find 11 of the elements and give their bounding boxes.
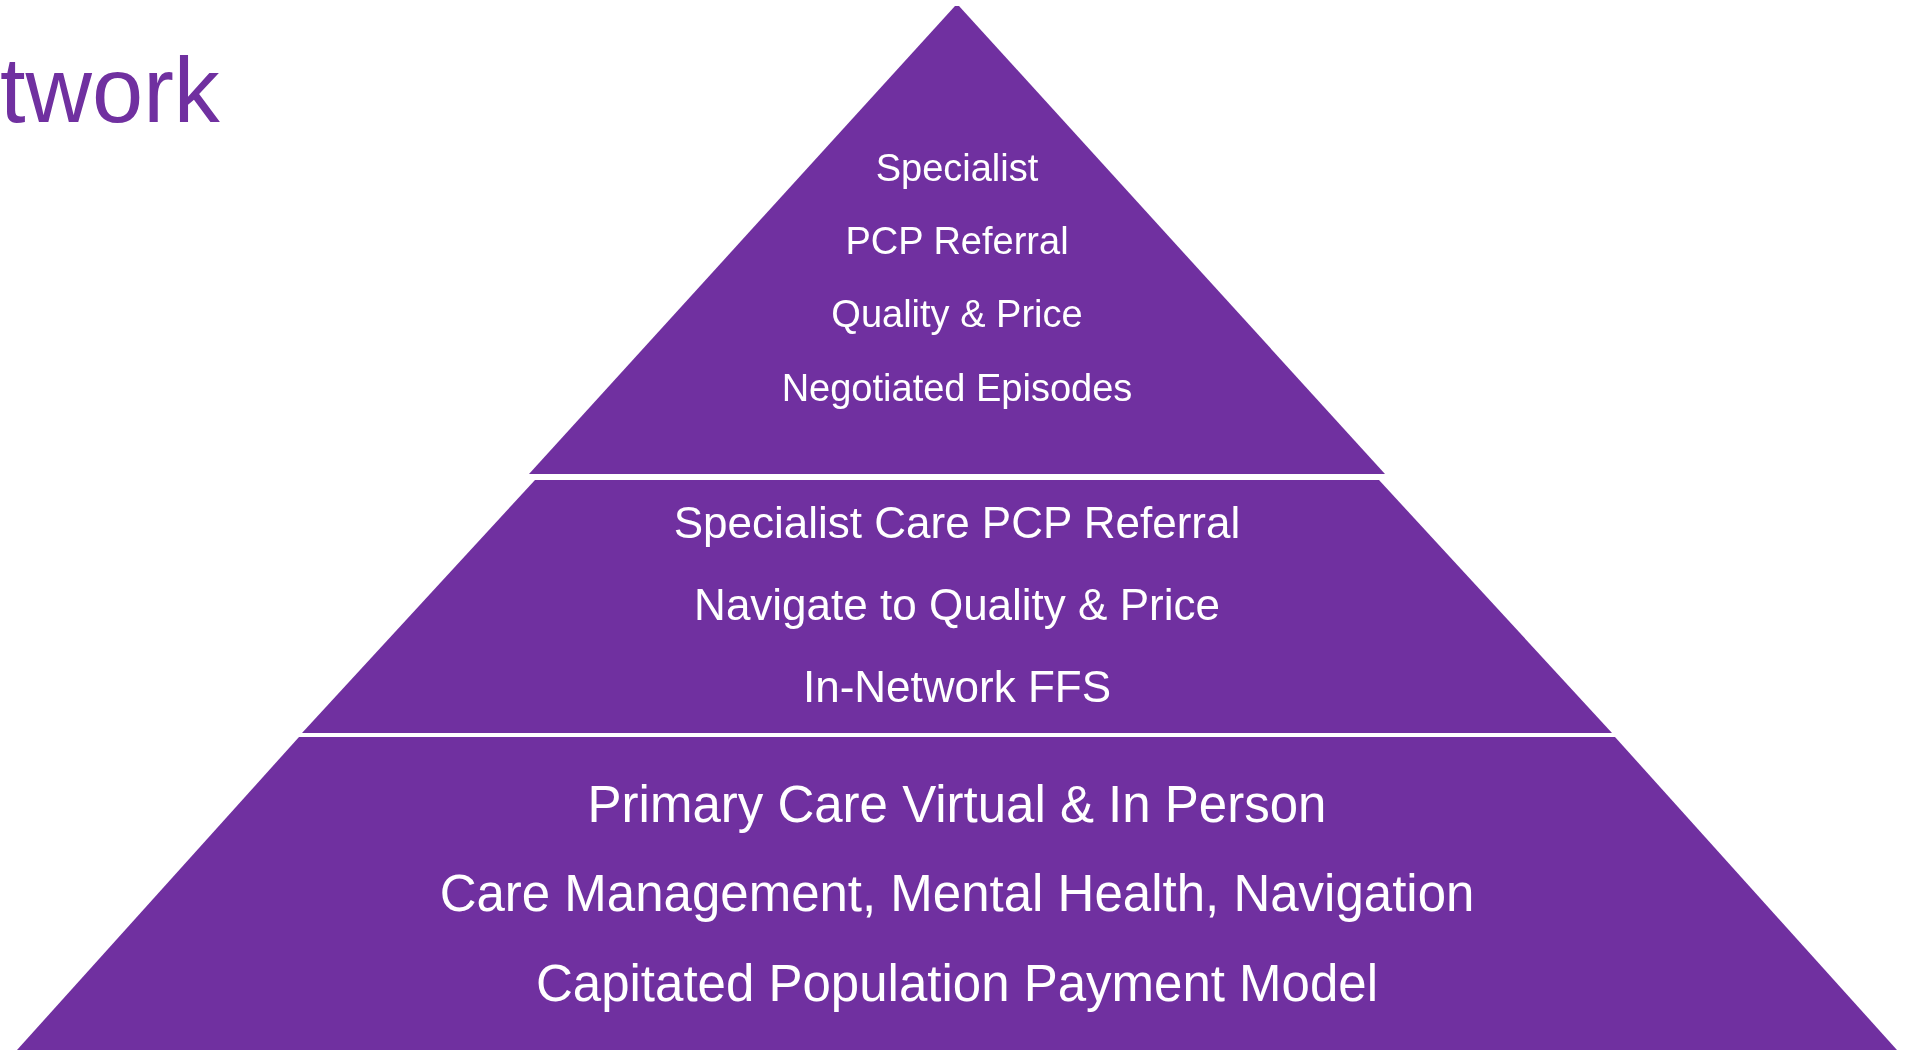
tier-text: Navigate to Quality & Price xyxy=(694,578,1220,631)
tier-text: Negotiated Episodes xyxy=(781,366,1133,412)
tier-text: Quality & Price xyxy=(831,292,1083,338)
slide-title: twork xyxy=(0,38,220,143)
tier-text: Primary Care Virtual & In Person xyxy=(587,775,1327,836)
tier-text: Capitated Population Payment Model xyxy=(536,954,1378,1015)
tier-text: Specialist Care PCP Referral xyxy=(673,496,1241,549)
tier-text: Specialist xyxy=(875,146,1039,192)
tier-text: In-Network FFS xyxy=(803,660,1111,713)
tier-text: PCP Referral xyxy=(845,219,1069,265)
tier-text: Care Management, Mental Health, Navigation xyxy=(439,864,1475,925)
